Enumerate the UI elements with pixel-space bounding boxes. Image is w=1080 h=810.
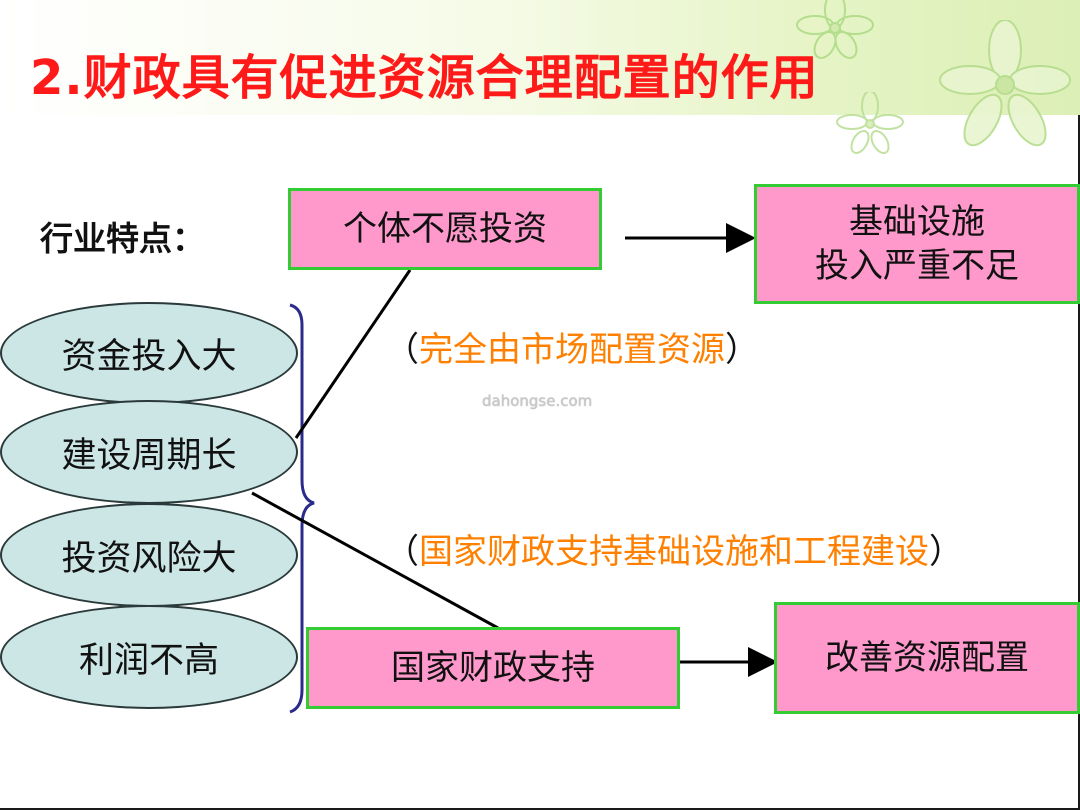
watermark: dahongse.com [482, 392, 593, 410]
market-note-open: （ [385, 330, 419, 370]
fiscal-note: （国家财政支持基础设施和工程建设） [385, 524, 963, 573]
market-note: （完全由市场配置资源） [385, 322, 759, 371]
characteristic-label: 建设周期长 [61, 435, 237, 476]
state-support-label: 国家财政支持 [391, 647, 595, 688]
page-title: 2.财政具有促进资源合理配置的作用 [30, 50, 819, 106]
market-note-text: 完全由市场配置资源 [419, 330, 725, 370]
infrastructure-shortage-box: 基础设施 投入严重不足 [754, 184, 1080, 304]
improve-allocation-label: 改善资源配置 [825, 637, 1029, 678]
infrastructure-shortage-line1: 基础设施 [849, 201, 985, 242]
upper-brace [289, 303, 315, 714]
characteristic-ellipse: 资金投入大 [0, 302, 298, 404]
connector-state [251, 491, 499, 630]
infrastructure-shortage-line2: 投入严重不足 [815, 246, 1019, 286]
characteristic-ellipse: 建设周期长 [0, 400, 298, 504]
characteristic-label: 利润不高 [78, 640, 219, 681]
private-unwilling-label: 个体不愿投资 [343, 208, 547, 249]
improve-allocation-box: 改善资源配置 [774, 602, 1080, 714]
state-support-box: 国家财政支持 [306, 627, 680, 709]
connector-private [294, 269, 412, 439]
market-note-close: ） [725, 330, 759, 370]
fiscal-note-text: 国家财政支持基础设施和工程建设 [419, 532, 929, 572]
industry-label: 行业特点： [40, 219, 205, 258]
fiscal-note-open: （ [385, 532, 419, 572]
private-unwilling-box: 个体不愿投资 [288, 188, 602, 270]
header-band [0, 0, 1080, 115]
characteristic-label: 投资风险大 [61, 538, 237, 579]
characteristic-ellipse: 投资风险大 [0, 503, 298, 607]
characteristic-label: 资金投入大 [61, 336, 237, 377]
characteristic-ellipse: 利润不高 [0, 605, 298, 709]
fiscal-note-close: ） [929, 532, 963, 572]
